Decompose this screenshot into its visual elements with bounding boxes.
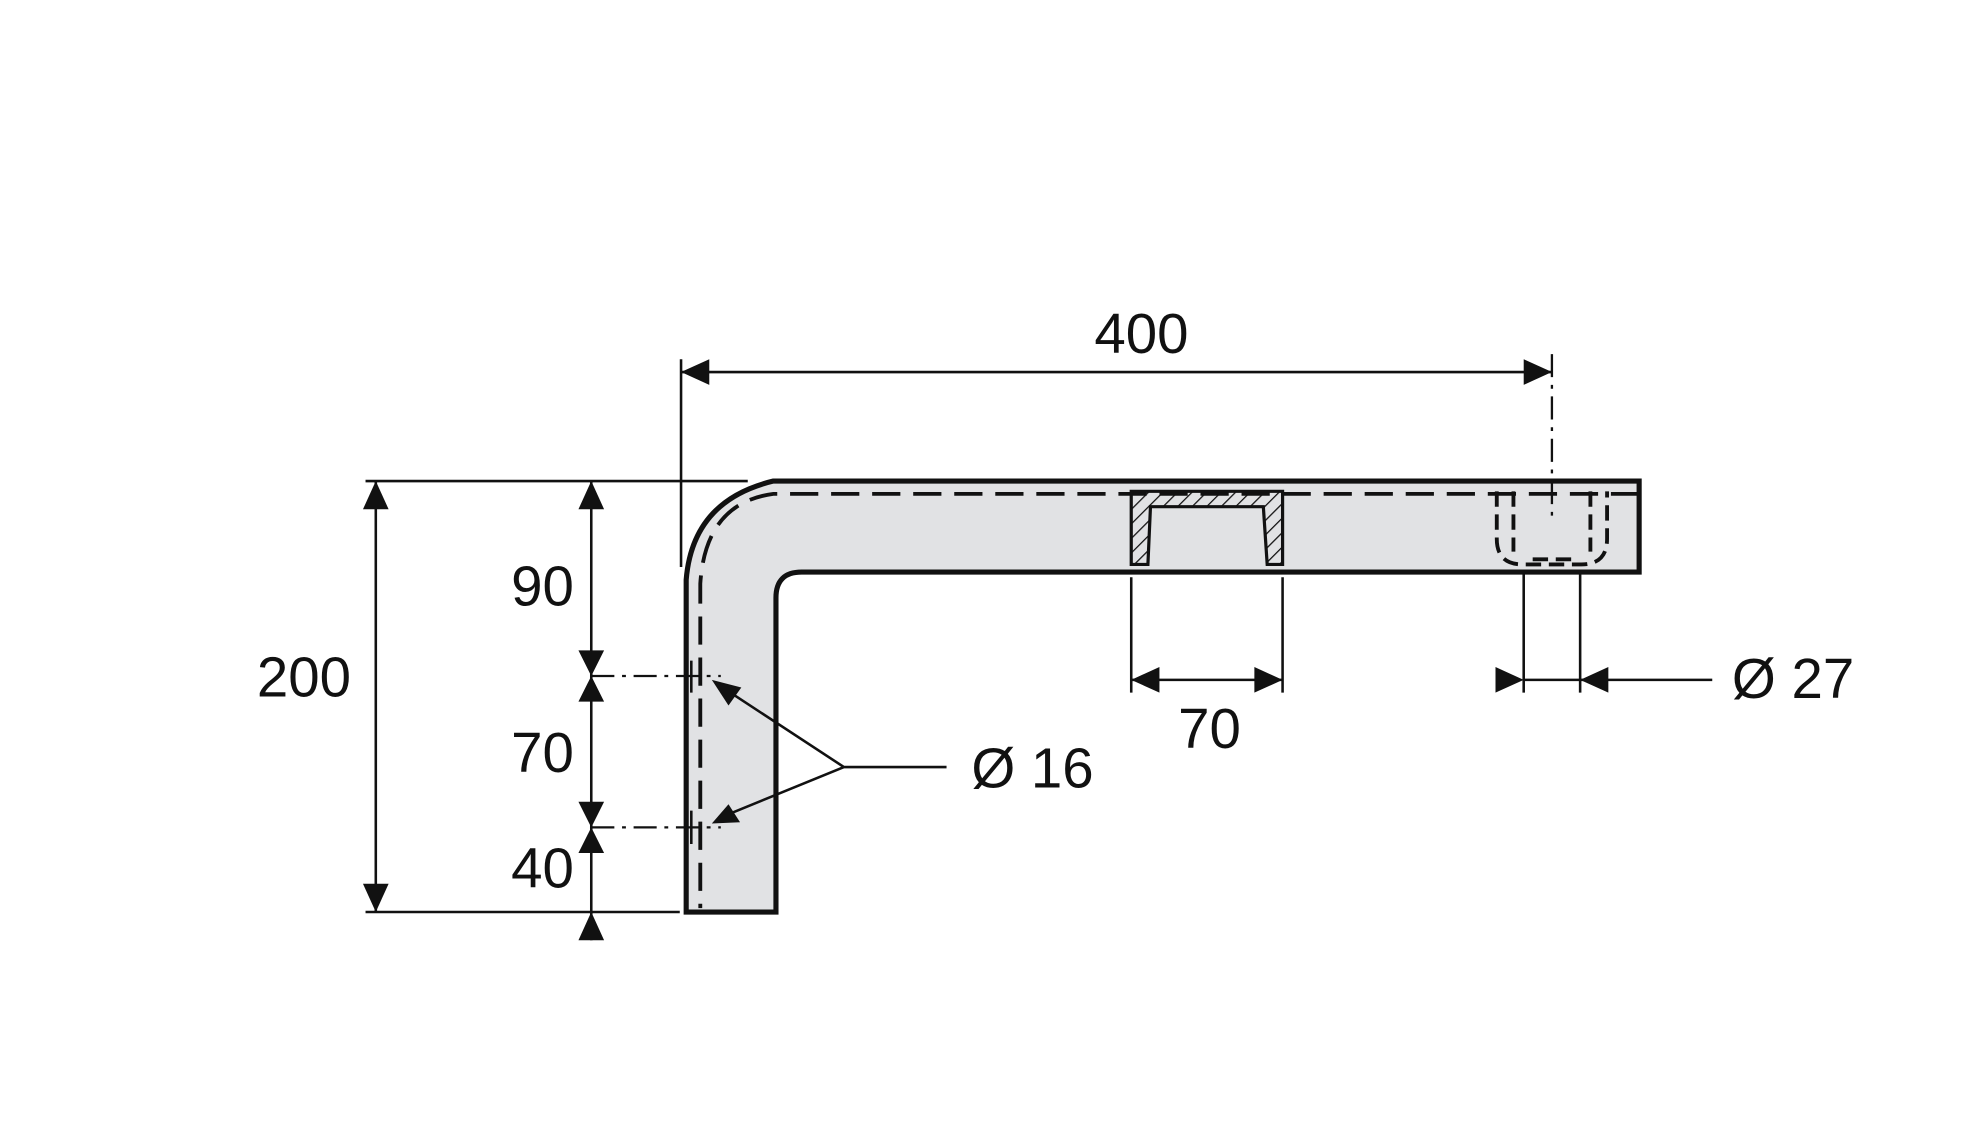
leader-16: Ø 16 bbox=[711, 679, 1094, 824]
slot-section bbox=[1129, 489, 1285, 567]
hole-27-label: Ø 27 bbox=[1732, 647, 1854, 710]
bracket-body bbox=[683, 478, 1642, 915]
dim-200-label: 200 bbox=[257, 646, 351, 709]
dimension-chain: 90 70 40 bbox=[511, 481, 605, 941]
small-hole-markers bbox=[591, 660, 721, 845]
dim-90-label: 90 bbox=[511, 554, 574, 617]
dim-slot-70-label: 70 bbox=[1178, 697, 1241, 760]
dim-40-label: 40 bbox=[511, 837, 574, 900]
large-hole-hidden bbox=[1494, 354, 1609, 567]
hidden-bore-line bbox=[698, 491, 1640, 909]
dim-400-label: 400 bbox=[1094, 302, 1188, 365]
dimension-200: 200 bbox=[257, 479, 748, 914]
hole-16-label: Ø 16 bbox=[971, 737, 1093, 800]
dim-70-vertical-label: 70 bbox=[511, 721, 574, 784]
dimension-400: 400 bbox=[679, 302, 1552, 567]
dimension-slot-70: 70 bbox=[1129, 577, 1284, 760]
dimension-27: Ø 27 bbox=[1495, 573, 1854, 710]
